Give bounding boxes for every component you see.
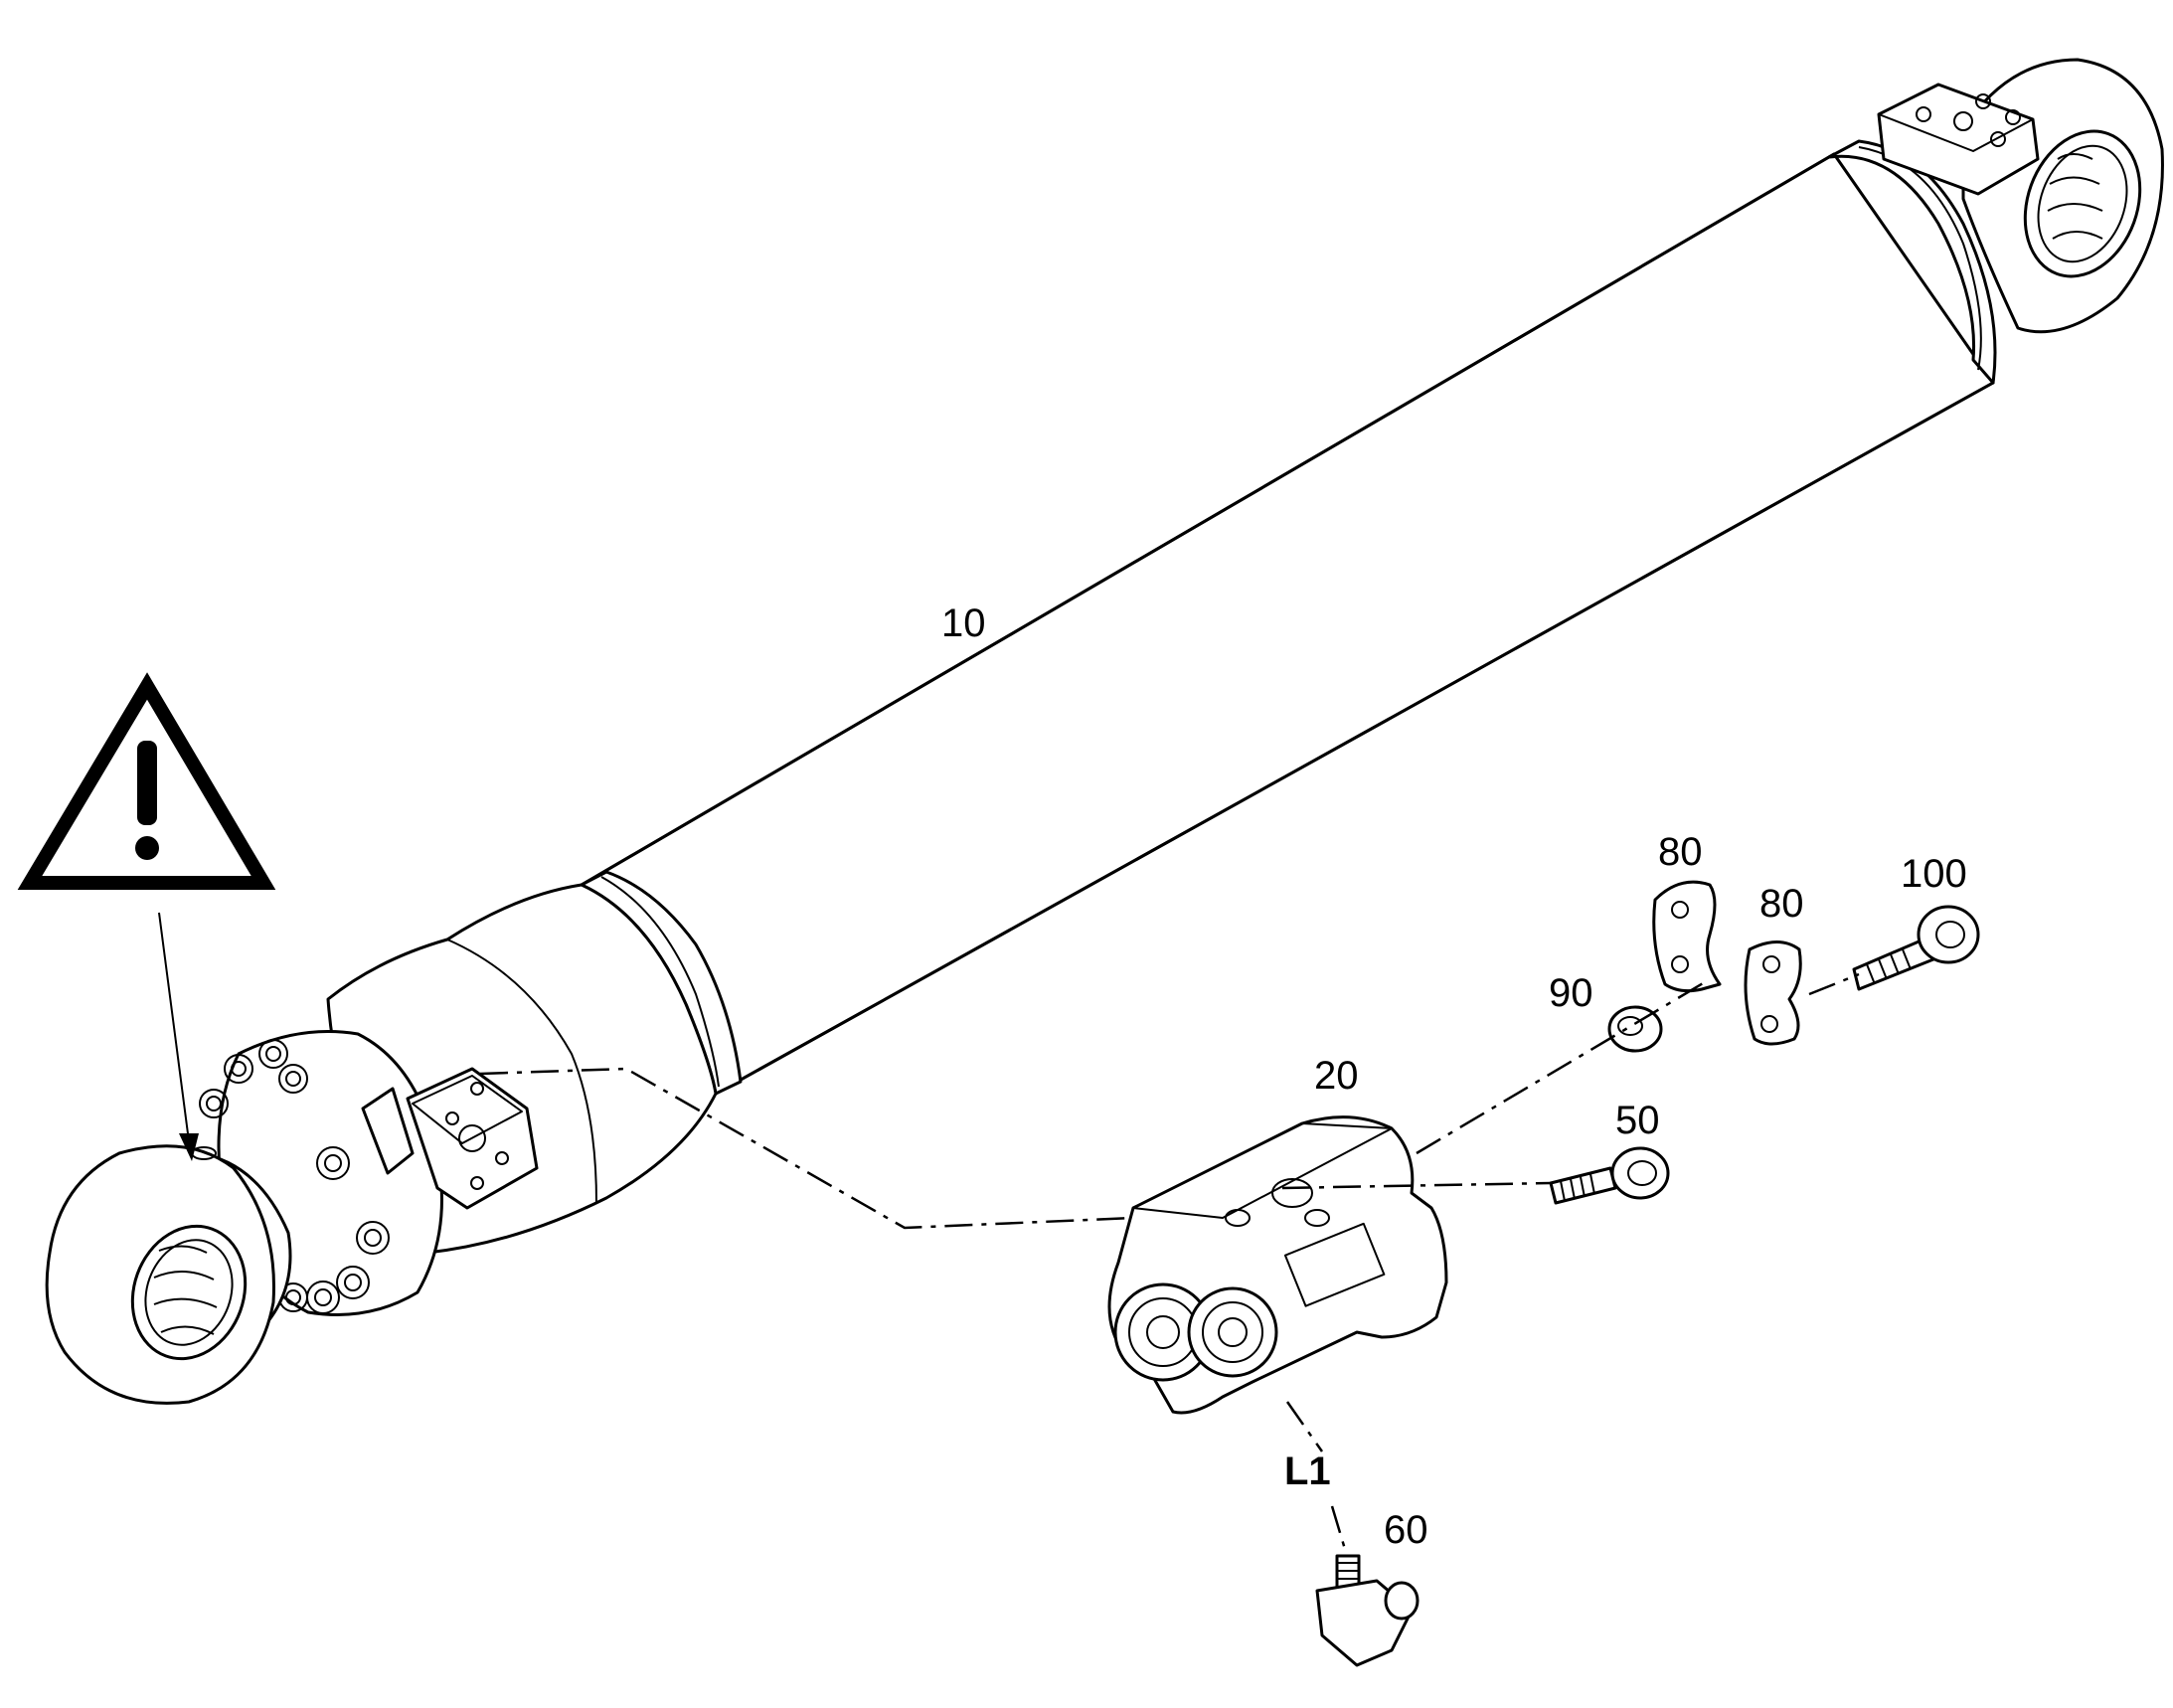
clamp-half-80-a bbox=[1652, 880, 1722, 993]
leader-lines bbox=[158, 912, 1860, 1557]
fitting-60 bbox=[1315, 1554, 1420, 1667]
clamp-half-80-b bbox=[1744, 940, 1802, 1046]
callout-80-a: 80 bbox=[1658, 830, 1703, 874]
bolt-50 bbox=[1549, 1146, 1670, 1205]
callout-l1: L1 bbox=[1284, 1450, 1331, 1493]
callout-100: 100 bbox=[1901, 852, 1967, 896]
callout-50: 50 bbox=[1615, 1099, 1660, 1142]
valve-block bbox=[1107, 1115, 1448, 1415]
front-rod-eye bbox=[45, 1144, 292, 1405]
washer-90 bbox=[1607, 1005, 1663, 1053]
cylinder-barrel bbox=[580, 58, 2164, 1096]
warning-triangle-icon bbox=[17, 672, 276, 890]
callout-90: 90 bbox=[1549, 971, 1593, 1015]
callout-80-b: 80 bbox=[1759, 882, 1804, 926]
callout-60: 60 bbox=[1384, 1508, 1428, 1552]
bolt-100 bbox=[1852, 905, 1980, 991]
callout-20: 20 bbox=[1314, 1054, 1359, 1098]
callout-10: 10 bbox=[941, 601, 986, 645]
